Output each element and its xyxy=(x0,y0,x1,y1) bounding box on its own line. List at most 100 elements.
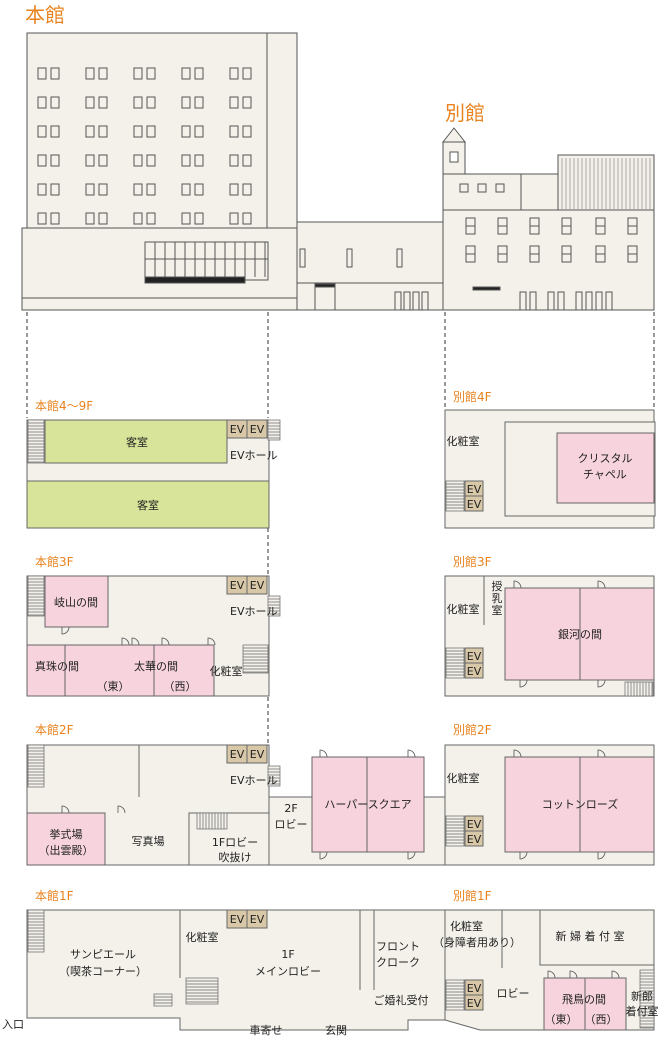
door-swing xyxy=(117,805,126,814)
window xyxy=(242,154,252,167)
window xyxy=(242,212,252,225)
window xyxy=(98,154,108,167)
window xyxy=(146,183,156,196)
window xyxy=(229,125,239,138)
label-nursing-1: 授 xyxy=(492,579,503,593)
room-harper-square[interactable] xyxy=(311,756,425,853)
window xyxy=(181,212,191,225)
label-genkan: 玄関 xyxy=(325,1023,347,1037)
elevator-2[interactable] xyxy=(246,575,268,595)
doors xyxy=(61,580,620,979)
label-lobby-void-2: 吹抜け xyxy=(219,850,252,864)
window xyxy=(37,67,47,80)
room-kyoshiki[interactable] xyxy=(26,812,106,866)
room-shinju[interactable] xyxy=(26,644,66,697)
floor-label-annex-1: 別館1F xyxy=(453,888,492,903)
stairs-main-4-9 xyxy=(27,419,45,464)
window xyxy=(133,125,143,138)
floor-label-main-3: 本館3F xyxy=(35,554,74,569)
window xyxy=(181,183,191,196)
label-harper-square: ハーパースクエア xyxy=(324,798,411,811)
annex-building-windows xyxy=(465,217,638,311)
elevator-2[interactable] xyxy=(464,495,484,512)
room-taika-west[interactable] xyxy=(153,644,215,697)
window xyxy=(242,96,252,109)
door-swing xyxy=(319,749,328,758)
label-powder-room: 化粧室 xyxy=(210,664,243,678)
window xyxy=(181,67,191,80)
label-wedding-reception: ご婚礼受付 xyxy=(374,993,429,1007)
door-swing xyxy=(597,749,606,758)
door-swing xyxy=(319,851,328,860)
main-building-windows xyxy=(37,67,252,225)
ev-label: EV xyxy=(250,579,265,592)
ev-label: EV xyxy=(467,833,482,846)
label-2f-lobby-1: 2F xyxy=(284,802,297,815)
ev-label: EV xyxy=(230,579,245,592)
stairs-main-3 xyxy=(27,575,45,617)
door-swing xyxy=(121,637,130,646)
elevator-2[interactable] xyxy=(464,662,484,679)
stairs-main-1 xyxy=(27,909,45,953)
window xyxy=(85,183,95,196)
elevator-2[interactable] xyxy=(246,419,268,439)
floor-label-main-4-9: 本館4〜9F xyxy=(35,398,93,413)
ev-label: EV xyxy=(230,748,245,761)
label-main-lobby-2: メインロビー xyxy=(255,965,321,978)
window xyxy=(98,183,108,196)
stairs-annex-3 xyxy=(445,647,465,679)
door-panel xyxy=(605,291,613,311)
floor-main-1 xyxy=(26,909,446,1031)
door-panel xyxy=(557,291,565,311)
room-guest-bottom[interactable] xyxy=(26,480,270,529)
label-photo-studio: 写真場 xyxy=(132,834,165,848)
window xyxy=(194,212,204,225)
window xyxy=(50,67,60,80)
room-gifu[interactable] xyxy=(44,575,109,628)
stair-outline xyxy=(185,977,219,1005)
stairs-main-1-lobby xyxy=(185,977,219,1005)
label-car-porch: 車寄せ xyxy=(250,1023,283,1037)
floor-main-2 xyxy=(26,744,447,866)
label-cloak: クローク xyxy=(376,956,420,969)
floor-main-3 xyxy=(26,575,270,697)
main-building-elevation xyxy=(21,32,298,311)
label-accessible: （身障者用あり） xyxy=(433,935,521,949)
elevator-2[interactable] xyxy=(246,744,268,764)
label-bride-dressing: 新 婦 着 付 室 xyxy=(556,929,625,943)
door-panel xyxy=(575,291,583,311)
room-taika-east[interactable] xyxy=(64,644,155,697)
elevator-2[interactable] xyxy=(464,830,484,847)
label-guest-room-top: 客室 xyxy=(126,435,148,449)
annex-building-title: 別館 xyxy=(445,101,485,125)
ev-label: EV xyxy=(467,650,482,663)
label-taika-east: （東） xyxy=(97,680,130,693)
stairs-annex-4 xyxy=(445,480,465,512)
door-swing xyxy=(513,580,522,589)
window xyxy=(37,212,47,225)
room-guest-top[interactable] xyxy=(44,419,228,464)
label-nursing-2: 乳 xyxy=(492,592,503,605)
window xyxy=(242,183,252,196)
door-panel xyxy=(595,291,603,311)
elevator-2[interactable] xyxy=(246,909,268,929)
label-gifu: 岐山の間 xyxy=(54,596,98,609)
label-groom-2: 着付室 xyxy=(626,1004,659,1018)
floor-annex-1 xyxy=(444,909,655,1031)
label-asuka-west: （西） xyxy=(585,1013,618,1026)
door-swing xyxy=(519,679,528,688)
window xyxy=(194,125,204,138)
elevator-2[interactable] xyxy=(464,994,484,1011)
door-swing xyxy=(407,749,416,758)
label-crystal: クリスタル xyxy=(578,452,633,465)
label-sunpierre: サンピエール xyxy=(70,948,136,961)
ev-hall-label: EVホール xyxy=(230,774,277,787)
ev-hall-label: EVホール xyxy=(230,449,277,462)
room-crystal-chapel[interactable] xyxy=(556,432,655,504)
window xyxy=(50,125,60,138)
door-swing xyxy=(207,637,216,646)
window xyxy=(85,67,95,80)
stairs-main-1-sub xyxy=(153,993,173,1007)
stair-outline xyxy=(639,969,655,1029)
